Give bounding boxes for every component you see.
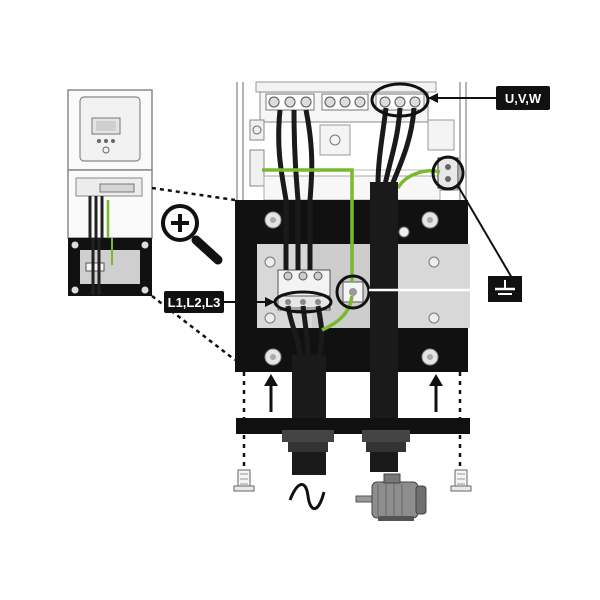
zoom-guide-line-top: [151, 186, 236, 202]
magnifier-plus-icon: [161, 204, 223, 265]
cable-clamp-bracket: [236, 372, 470, 468]
motor-icon: [355, 473, 427, 521]
earth-wire: [262, 168, 354, 282]
uvw-highlight: [370, 82, 430, 118]
drive-earth-highlight: [431, 155, 465, 191]
screw-icon: [233, 469, 472, 492]
drive-earth-terminal: [437, 157, 459, 189]
l1l2l3-callout-label: L1,L2,L3: [164, 291, 224, 313]
sine-wave-icon: [288, 483, 326, 511]
gland-earth-highlight: [335, 274, 371, 310]
earth-ground-icon: [488, 276, 522, 302]
drive-earth-leader: [457, 185, 513, 279]
uvw-callout-label: U,V,W: [496, 86, 550, 110]
drive-overview-thumbnail: [67, 89, 153, 296]
